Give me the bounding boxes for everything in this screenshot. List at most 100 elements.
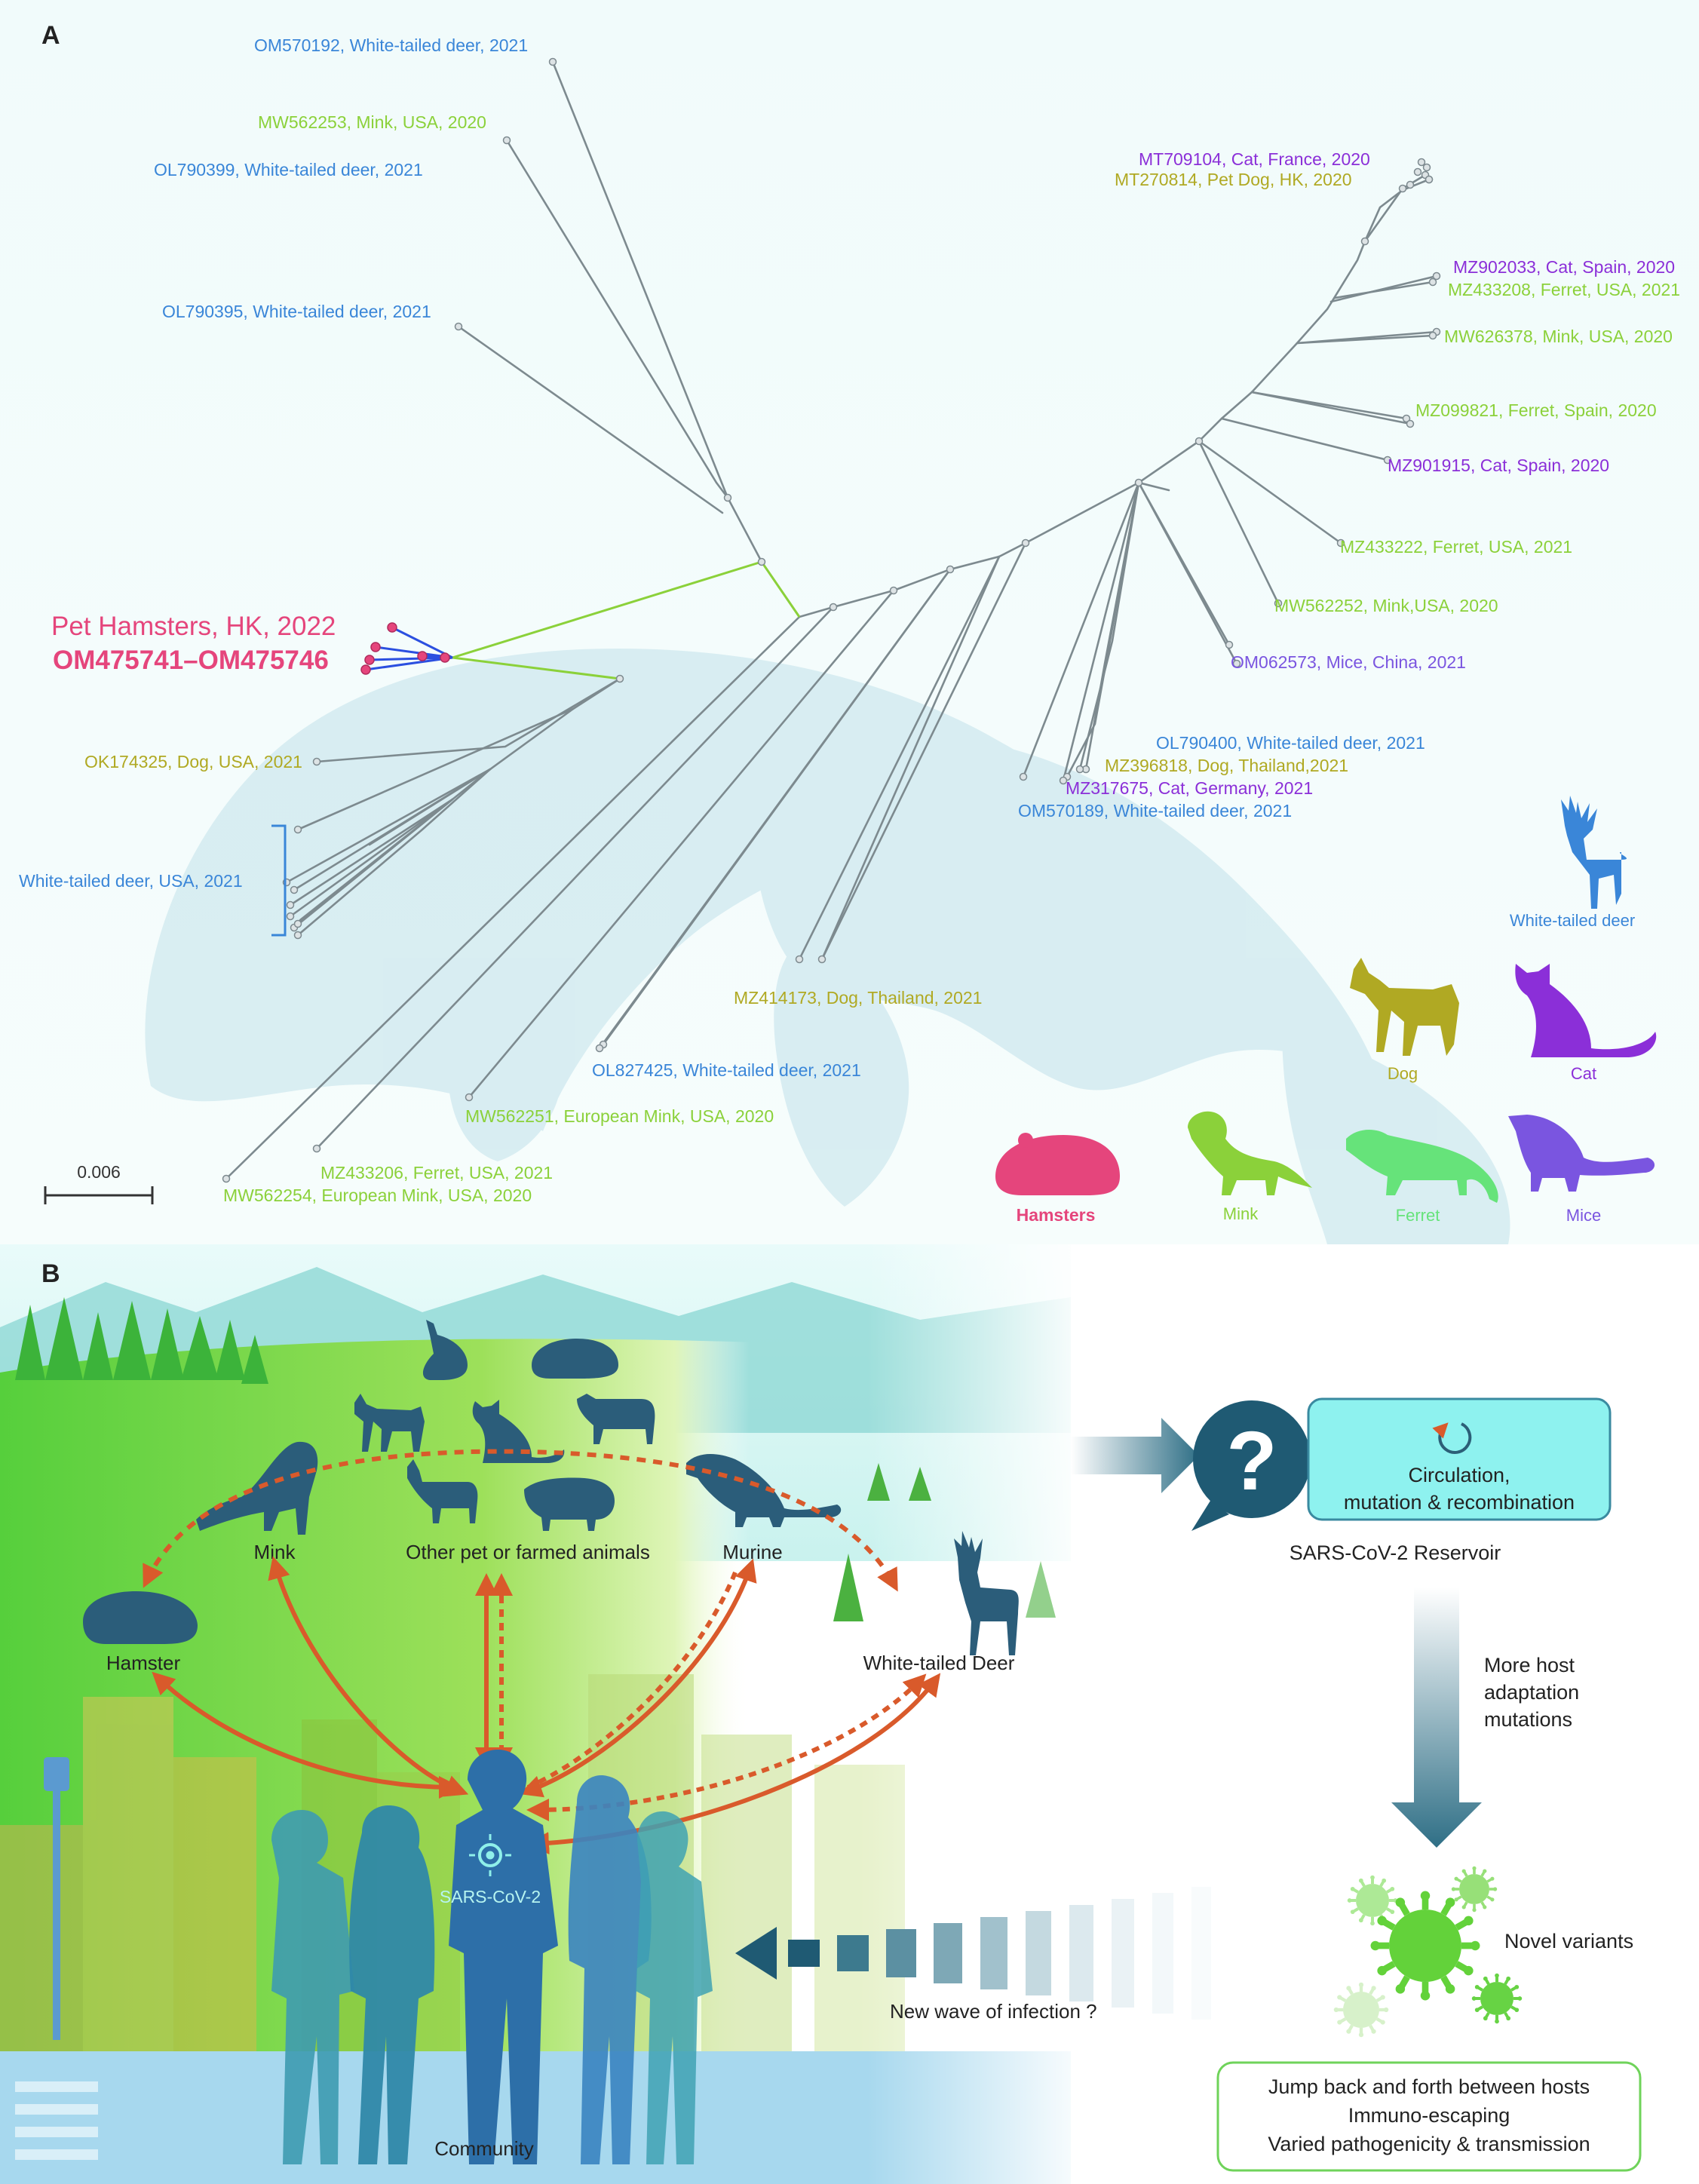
hamster-legend-icon bbox=[995, 1133, 1120, 1195]
panel-b: B Mink Other pet or farmed animals Murin… bbox=[0, 1244, 1699, 2184]
reservoir-line-2: mutation & recombination bbox=[1344, 1491, 1575, 1514]
reservoir-box bbox=[1307, 1397, 1612, 1521]
person-icon bbox=[568, 1775, 652, 2164]
tree-branch bbox=[1062, 481, 1140, 782]
tip-labels: OM570192, White-tailed deer, 2021 MW5622… bbox=[84, 35, 1680, 1205]
tree-node bbox=[829, 603, 838, 612]
tree-node bbox=[312, 1144, 321, 1153]
tree-branch bbox=[820, 555, 1001, 961]
tip-label: OK174325, Dog, USA, 2021 bbox=[84, 752, 302, 771]
host-label-mink: Mink bbox=[254, 1541, 296, 1563]
tip-label: MW562254, European Mink, USA, 2020 bbox=[223, 1186, 532, 1205]
tip-label: MZ317675, Cat, Germany, 2021 bbox=[1066, 778, 1313, 798]
tree-branch bbox=[468, 589, 895, 1099]
dog-legend-icon bbox=[1350, 958, 1459, 1056]
tree-branch bbox=[1333, 281, 1434, 299]
mink-legend-icon bbox=[1188, 1111, 1312, 1195]
scale-bar: 0.006 bbox=[44, 1162, 154, 1204]
hamster-tip bbox=[360, 664, 371, 675]
tree-node bbox=[1428, 278, 1437, 287]
hamster-tip bbox=[370, 642, 381, 652]
goat-icon bbox=[407, 1459, 478, 1523]
tip-label: MZ433208, Ferret, USA, 2021 bbox=[1448, 280, 1680, 299]
hamster-branch bbox=[365, 656, 453, 671]
tree-branch bbox=[368, 768, 492, 846]
tree-branch bbox=[457, 325, 724, 514]
tip-label: MW562251, European Mink, USA, 2020 bbox=[465, 1106, 774, 1126]
new-wave-arrow bbox=[735, 1887, 1211, 2020]
tree-node bbox=[946, 565, 955, 574]
tree-node bbox=[595, 1044, 604, 1053]
outcome-line-3: Varied pathogenicity & transmission bbox=[1268, 2133, 1590, 2155]
tree-node bbox=[757, 557, 766, 566]
tree-node bbox=[889, 586, 898, 595]
tree-branch bbox=[1022, 481, 1140, 778]
tip-label: MZ901915, Cat, Spain, 2020 bbox=[1388, 456, 1609, 475]
person-icon bbox=[349, 1805, 435, 2164]
animal-transmission-arc bbox=[143, 1449, 898, 1592]
cat-legend-icon bbox=[1515, 964, 1657, 1057]
tree-node bbox=[1336, 538, 1345, 548]
tree-node bbox=[723, 493, 732, 502]
tree-node bbox=[454, 322, 463, 331]
tree-node bbox=[1413, 167, 1422, 176]
tree-branch bbox=[289, 798, 454, 918]
tree-node bbox=[1406, 180, 1415, 189]
reservoir-title: SARS-CoV-2 Reservoir bbox=[1290, 1541, 1501, 1564]
mink-icon bbox=[196, 1441, 318, 1535]
tree-branch bbox=[1363, 187, 1404, 243]
tip-label: MZ414173, Dog, Thailand, 2021 bbox=[734, 988, 982, 1008]
hamster-tip bbox=[417, 651, 428, 661]
cat-icon bbox=[472, 1400, 565, 1463]
tree-node bbox=[615, 674, 624, 683]
person-icon bbox=[271, 1810, 354, 2164]
tree-node bbox=[293, 919, 302, 928]
tree-node bbox=[795, 955, 804, 964]
variant-virus-icon bbox=[1471, 1973, 1523, 2024]
question-bubble bbox=[1191, 1400, 1311, 1531]
tree-node bbox=[817, 955, 826, 964]
ferret-legend-icon bbox=[1346, 1130, 1498, 1203]
tip-label: MW562252, Mink,USA, 2020 bbox=[1274, 596, 1498, 615]
tree-branch bbox=[1137, 240, 1366, 484]
hamster-host-icon bbox=[83, 1591, 198, 1644]
tree-branch bbox=[1137, 481, 1170, 492]
tip-label: MZ902033, Cat, Spain, 2020 bbox=[1453, 257, 1675, 277]
green-branch bbox=[452, 560, 801, 680]
tree-node bbox=[222, 1174, 231, 1183]
tip-label: OM062573, Mice, China, 2021 bbox=[1231, 652, 1466, 672]
tip-label: OM570189, White-tailed deer, 2021 bbox=[1018, 801, 1292, 821]
community-label: Community bbox=[434, 2137, 533, 2160]
tree-line bbox=[15, 1297, 268, 1384]
tree-branch bbox=[1078, 481, 1140, 771]
adaptation-line-1: More host bbox=[1484, 1654, 1575, 1676]
tree-branch bbox=[1198, 440, 1280, 605]
tree-node bbox=[1134, 478, 1143, 487]
adaptation-line-2: adaptation bbox=[1484, 1681, 1579, 1704]
tree-node bbox=[1422, 163, 1431, 172]
virus-label: SARS-CoV-2 bbox=[440, 1887, 541, 1906]
hamster-tip bbox=[387, 622, 397, 633]
variant-virus-icon bbox=[1347, 1875, 1398, 1926]
legend-label: Dog bbox=[1388, 1064, 1418, 1083]
novel-variants-label: Novel variants bbox=[1504, 1930, 1633, 1952]
murine-icon bbox=[686, 1454, 842, 1527]
tip-label: MW562253, Mink, USA, 2020 bbox=[258, 112, 486, 132]
tree-branch bbox=[820, 541, 1027, 961]
street-lamp bbox=[44, 1757, 69, 2040]
tree-node bbox=[286, 900, 295, 909]
tree-node bbox=[1402, 414, 1411, 423]
host-legend: White-tailed deer Dog Cat Hamsters Mink … bbox=[995, 796, 1657, 1225]
outcomes-box bbox=[1216, 2061, 1642, 2172]
tree-node bbox=[1019, 772, 1028, 781]
legend-label: Cat bbox=[1571, 1064, 1596, 1083]
reservoir-line-1: Circulation, bbox=[1408, 1464, 1510, 1486]
hamster-icon bbox=[532, 1339, 618, 1379]
variant-virus-icon bbox=[1333, 1982, 1389, 2038]
tree-branch bbox=[1329, 275, 1438, 303]
tip-label: MZ433206, Ferret, USA, 2021 bbox=[320, 1163, 553, 1182]
tree-branch bbox=[1198, 440, 1342, 544]
host-label-deer: White-tailed Deer bbox=[863, 1652, 1015, 1674]
hamster-tip bbox=[364, 655, 375, 665]
